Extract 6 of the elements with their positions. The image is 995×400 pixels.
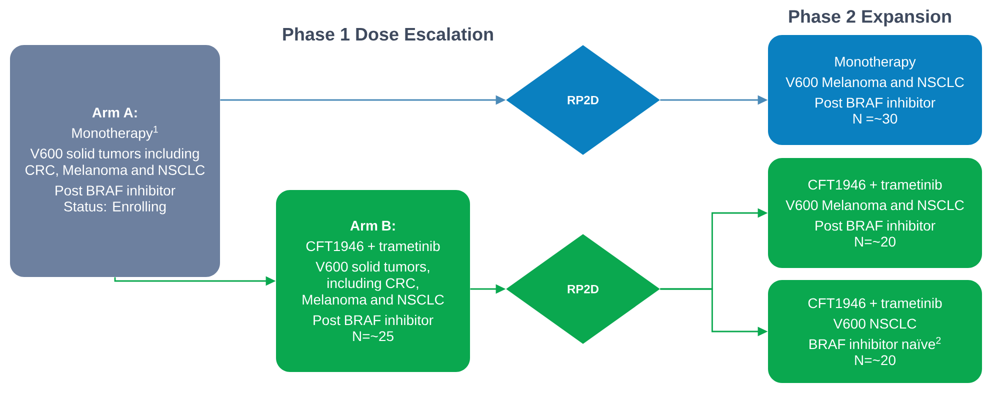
section-heading: Phase 1 Dose Escalation	[283, 27, 493, 41]
process-box: Arm B: CFT1946 + trametinib V600 solid tumors, including CRC, Melanoma and NSCLC Post BRAF inhibitor N=~25	[276, 190, 470, 372]
process-box: CFT1946 + trametinib V600 Melanoma and NSCLC Post BRAF inhibitor N=~20	[768, 158, 982, 268]
process-box: CFT1946 + trametinib V600 NSCLC BRAF inhibitor naïve$^{2}$ N=~20	[768, 280, 982, 383]
process-box: Arm A: Monotherapy$^{1}$ V600 solid tumors including CRC, Melanoma and NSCLC Post BRAF inhibitor Status: Enrolling	[10, 45, 220, 277]
process-box: Monotherapy V600 Melanoma and NSCLC Post BRAF inhibitor N =~30	[768, 35, 982, 145]
